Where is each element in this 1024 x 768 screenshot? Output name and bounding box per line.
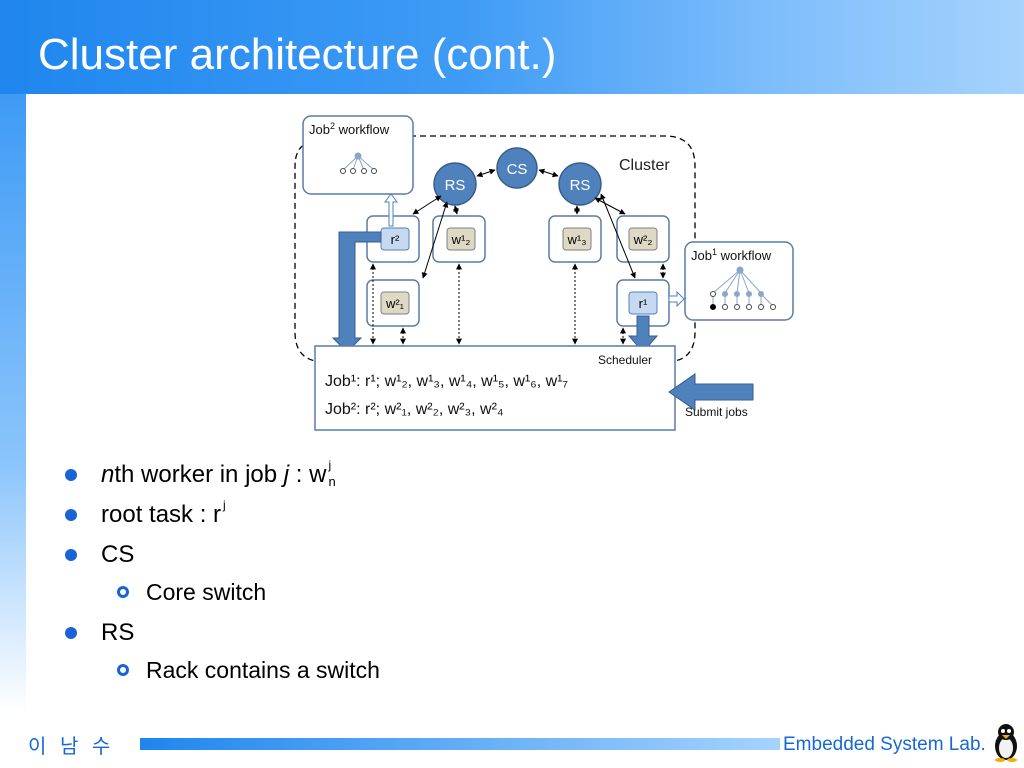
node-r1: r¹: [616, 279, 670, 327]
bullet-dot: [65, 509, 77, 521]
title-bar: [0, 0, 1024, 94]
penguin-logo-icon: [995, 724, 1017, 762]
svg-text:Job1 workflow: Job1 workflow: [691, 247, 772, 263]
left-accent-strip: [0, 94, 26, 714]
footer-lab-name: Embedded System Lab.: [783, 734, 986, 755]
job1-line: Job¹: r¹; w¹₂, w¹₃, w¹₄, w¹₅, w¹₆, w¹₇: [325, 373, 568, 390]
node-w22: w²₂: [616, 215, 670, 263]
svg-text:Scheduler: Scheduler: [598, 353, 652, 367]
submit-jobs-arrow: [668, 373, 754, 411]
sub-bullet-ring: [117, 586, 129, 598]
job1-workflow-tree-icon: [710, 266, 776, 310]
svg-text:CS: CS: [507, 161, 528, 178]
footer-bar: [140, 738, 780, 750]
job2-line: Job²: r²; w²₁, w²₂, w²₃, w²₄: [325, 401, 503, 418]
svg-text:w¹₂: w¹₂: [451, 232, 471, 247]
svg-text:w²₂: w²₂: [633, 232, 653, 247]
cluster-label: Cluster: [619, 157, 670, 174]
node-w21: w²₁: [366, 279, 420, 327]
cs-node: CS: [496, 147, 538, 189]
cluster-diagram: Cluster Job2 workflow Job1 workflow CS R…: [294, 115, 794, 431]
svg-text:w¹₃: w¹₃: [566, 232, 586, 247]
svg-text:RS: RS: [445, 177, 466, 194]
bullet-dot: [65, 549, 77, 561]
svg-text:w²₁: w²₁: [385, 296, 405, 311]
svg-text:Job2 workflow: Job2 workflow: [309, 121, 390, 137]
slide-title: Cluster architecture (cont.): [38, 30, 557, 79]
root-to-scheduler-arrows: [331, 231, 659, 353]
node-r2: r²: [366, 215, 420, 263]
bullet-dot: [65, 627, 77, 639]
svg-text:RS: RS: [570, 177, 591, 194]
job2-workflow-tree-icon: [340, 152, 377, 174]
svg-text:r²: r²: [391, 232, 400, 247]
footer-author: 이 남 수: [28, 736, 115, 758]
rs-node-right: RS: [558, 162, 602, 206]
bullet-dot: [65, 469, 77, 481]
svg-text:Submit jobs: Submit jobs: [685, 405, 748, 419]
rs-node-left: RS: [433, 162, 477, 206]
svg-text:r¹: r¹: [639, 296, 648, 311]
node-w13: w¹₃: [548, 215, 602, 263]
sub-bullet-ring: [117, 664, 129, 676]
r2-to-workflow-arrow: [384, 193, 398, 227]
r1-to-workflow-arrow: [668, 290, 685, 308]
